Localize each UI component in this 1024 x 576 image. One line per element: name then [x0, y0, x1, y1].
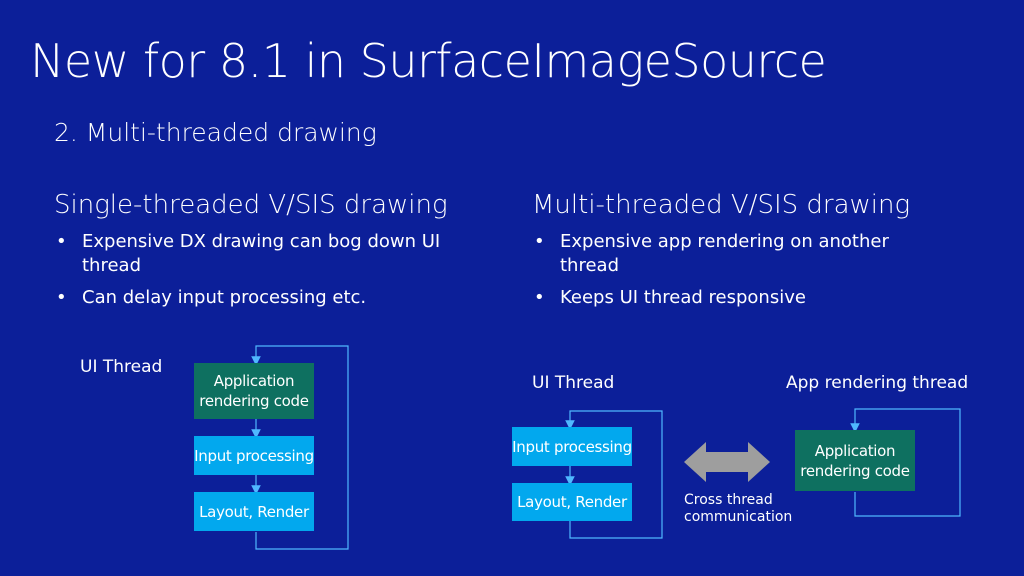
left-bullet-list: Expensive DX drawing can bog down UI thr…: [54, 230, 454, 318]
left-app-render-text: Application rendering code: [199, 372, 309, 410]
left-bullet-1: Expensive DX drawing can bog down UI thr…: [54, 230, 454, 278]
right-app-thread-label: App rendering thread: [786, 373, 969, 393]
right-input-text: Input processing: [512, 437, 632, 456]
left-input-box: Input processing: [194, 436, 314, 475]
left-layout-box: Layout, Render: [194, 492, 314, 531]
right-layout-text: Layout, Render: [517, 493, 627, 511]
left-input-text: Input processing: [194, 446, 314, 465]
cross-thread-double-arrow-icon: [684, 442, 770, 482]
left-ui-thread-label: UI Thread: [80, 357, 163, 377]
left-bullet-2: Can delay input processing etc.: [54, 286, 454, 310]
right-app-render-text: Application rendering code: [800, 441, 910, 480]
slide-subtitle: 2. Multi-threaded drawing: [54, 118, 377, 147]
slide-title: New for 8.1 in SurfaceImageSource: [30, 34, 827, 88]
right-input-box: Input processing: [512, 427, 632, 466]
right-app-render-box: Application rendering code: [795, 430, 915, 491]
right-app-loop-line: [850, 408, 961, 517]
right-ui-loop-line: [565, 410, 663, 539]
right-ui-thread-label: UI Thread: [532, 373, 615, 393]
left-layout-text: Layout, Render: [199, 502, 309, 521]
right-bullet-2: Keeps UI thread responsive: [532, 286, 932, 310]
right-bullet-1: Expensive app rendering on another threa…: [532, 230, 932, 278]
left-heading: Single-threaded V/SIS drawing: [54, 190, 448, 220]
left-loop-line: [251, 345, 349, 550]
cross-thread-label: Cross thread communication: [684, 492, 793, 525]
left-app-render-box: Application rendering code: [194, 363, 314, 419]
right-bullet-list: Expensive app rendering on another threa…: [532, 230, 932, 318]
right-layout-box: Layout, Render: [512, 483, 632, 521]
right-heading: Multi-threaded V/SIS drawing: [532, 190, 911, 220]
